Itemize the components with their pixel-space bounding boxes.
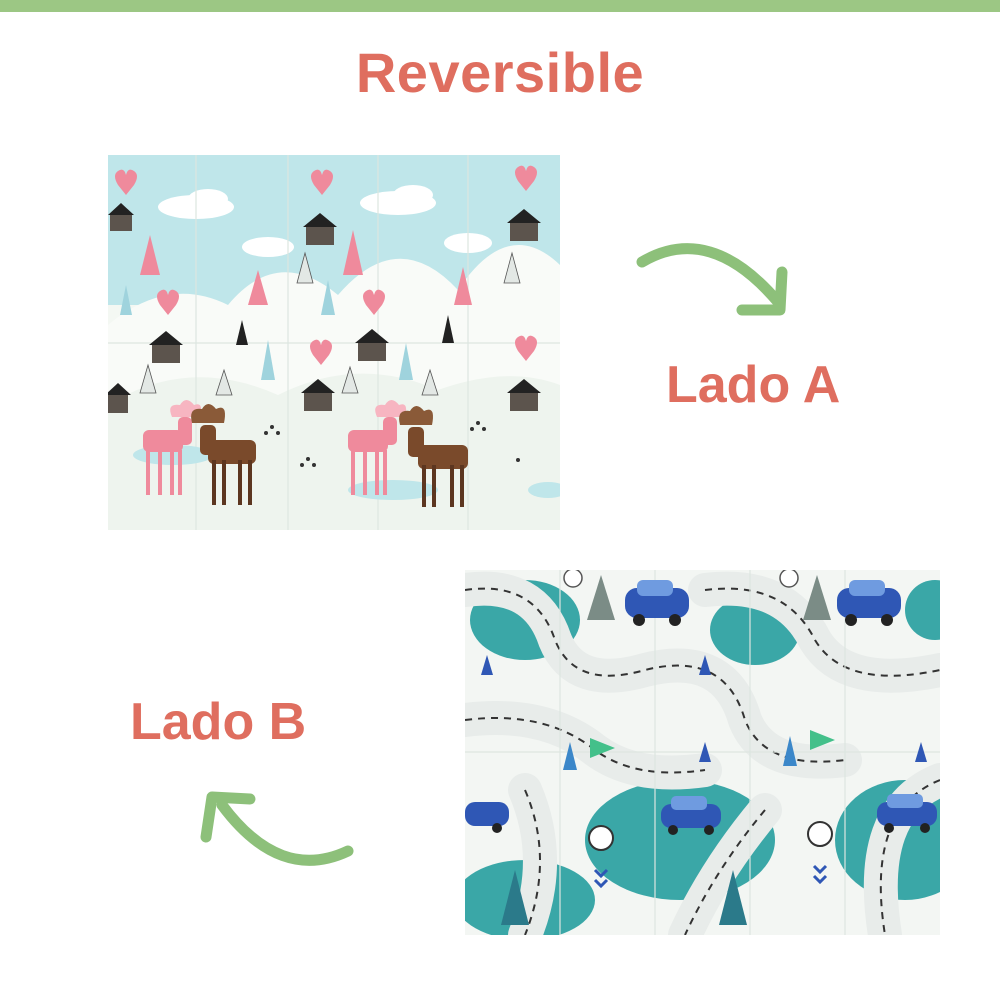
mat-side-b-image bbox=[465, 570, 940, 935]
curved-arrow-down-right-icon bbox=[636, 243, 788, 316]
page-title: Reversible bbox=[355, 41, 645, 104]
mat-side-a-image bbox=[108, 155, 560, 530]
curved-arrow-up-left-icon bbox=[200, 791, 354, 866]
side-a-label: Lado A bbox=[666, 356, 841, 414]
side-b-label: Lado B bbox=[130, 693, 307, 751]
top-accent-bar bbox=[0, 0, 1000, 12]
